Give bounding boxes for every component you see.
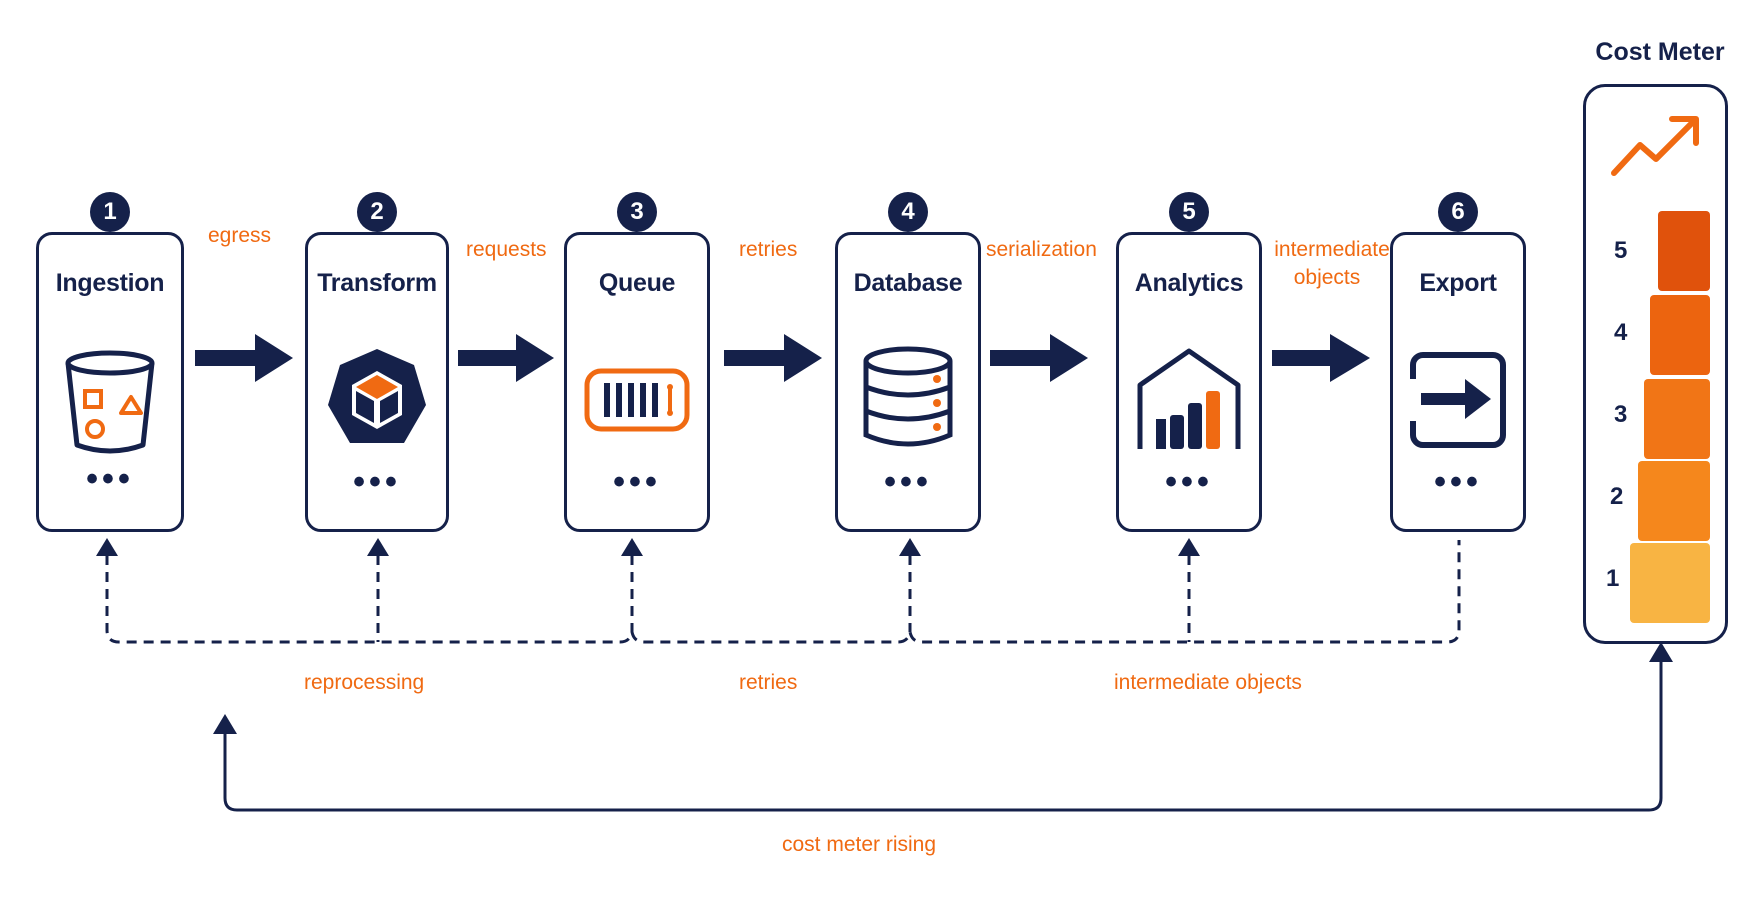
stage-dots: ••• <box>613 463 661 501</box>
stage-title: Ingestion <box>55 269 165 297</box>
stage-dots: ••• <box>884 463 932 501</box>
bucket-icon <box>65 350 155 454</box>
stage-title: Queue <box>598 269 676 297</box>
feedback-label-retries: retries <box>739 671 798 694</box>
export-icon <box>1403 352 1506 448</box>
stage-card-transform: Transform ••• <box>305 232 449 532</box>
stage-title: Transform <box>317 269 437 297</box>
stage-dots: ••• <box>86 460 134 498</box>
trend-up-arrow-icon <box>1611 116 1699 176</box>
feedback-label-reprocessing: reprocessing <box>304 671 425 694</box>
flow-label-retries: retries <box>739 238 798 261</box>
feedback-label-intermediate-objects: intermediate objects <box>1114 671 1302 694</box>
stage-badge-6: 6 <box>1438 192 1478 232</box>
stage-card-ingestion: Ingestion <box>36 232 184 532</box>
database-icon <box>863 346 953 447</box>
stage-badge-4: 4 <box>888 192 928 232</box>
stage-card-export: Export ••• <box>1390 232 1526 532</box>
stage-badge-2: 2 <box>357 192 397 232</box>
flow-arrow-3-4 <box>724 334 822 382</box>
flow-arrow-2-3 <box>458 334 554 382</box>
meter-level-label-4: 4 <box>1614 319 1628 346</box>
flow-label-egress: egress <box>208 224 272 247</box>
cost-loop-meter-arrowhead <box>1649 642 1673 662</box>
bottom-label-cost-meter-rising: cost meter rising <box>782 833 937 856</box>
stage-dots: ••• <box>1165 463 1213 501</box>
flow-label-requests: requests <box>466 238 547 261</box>
cost-loop-left-arrowhead <box>213 714 237 734</box>
feedback-arrowheads <box>96 538 1200 556</box>
cost-loop-line <box>223 660 1663 812</box>
meter-segment-2 <box>1638 461 1710 541</box>
cost-meter-panel: 5 4 3 2 1 <box>1583 84 1728 644</box>
stage-title: Export <box>1419 269 1497 297</box>
stage-dots: ••• <box>353 463 401 501</box>
queue-icon <box>584 368 690 432</box>
stage-title: Analytics <box>1134 269 1244 297</box>
stage-card-analytics: Analytics ••• <box>1116 232 1262 532</box>
meter-segment-1 <box>1630 543 1710 623</box>
feedback-dashed-loop <box>105 540 1461 644</box>
stage-badge-5: 5 <box>1169 192 1209 232</box>
stage-card-database: Database ••• <box>835 232 981 532</box>
stage-card-queue: Queue ••• <box>564 232 710 532</box>
meter-level-label-3: 3 <box>1614 401 1628 428</box>
stage-badge-1: 1 <box>90 192 130 232</box>
stage-title: Database <box>853 269 963 297</box>
flow-arrow-5-6 <box>1272 334 1370 382</box>
meter-level-label-2: 2 <box>1610 483 1624 510</box>
flow-label-serialization: serialization <box>986 238 1097 261</box>
meter-segment-5 <box>1658 211 1710 291</box>
cost-meter-title: Cost Meter <box>1595 38 1725 66</box>
flow-label-intermediate: intermediate <box>1274 238 1390 261</box>
flow-label-objects: objects <box>1293 266 1361 289</box>
flow-arrow-1-2 <box>195 334 293 382</box>
warehouse-chart-icon <box>1137 348 1241 449</box>
meter-level-label-1: 1 <box>1606 565 1620 592</box>
stage-dots: ••• <box>1434 463 1482 501</box>
meter-segment-4 <box>1650 295 1710 375</box>
meter-segment-3 <box>1644 379 1710 459</box>
flow-arrow-4-5 <box>990 334 1088 382</box>
meter-level-label-5: 5 <box>1614 237 1628 264</box>
stage-badge-3: 3 <box>617 192 657 232</box>
cube-hexagon-icon <box>328 349 426 443</box>
